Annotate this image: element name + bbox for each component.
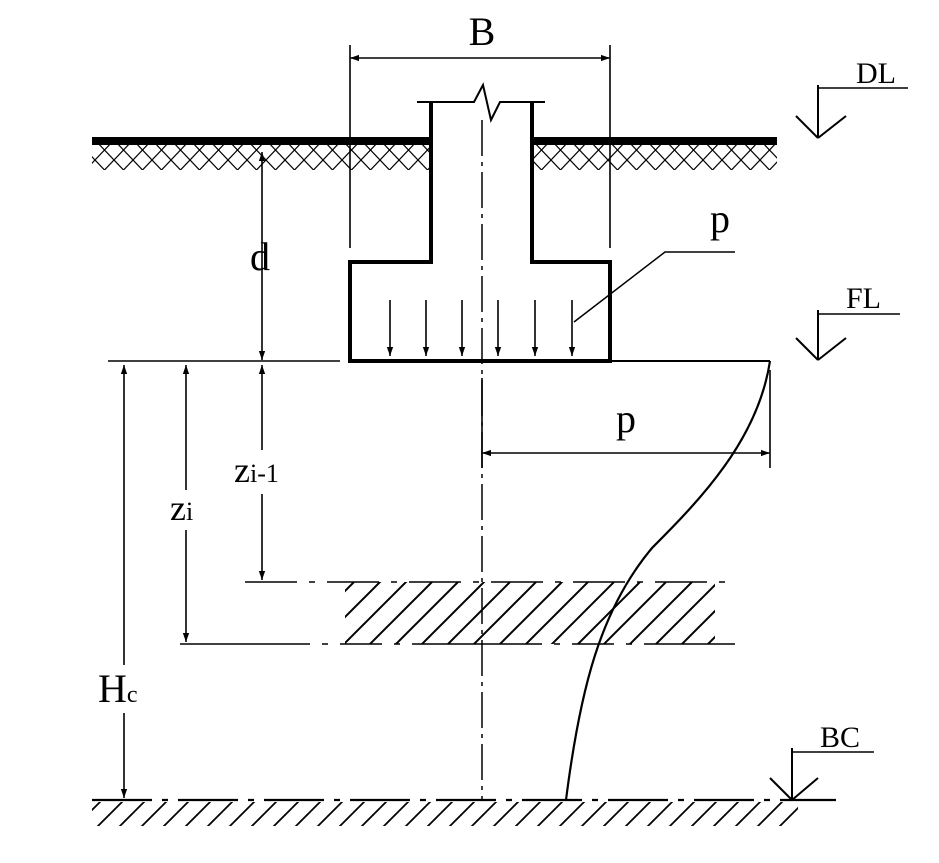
bottom-level-marker xyxy=(769,748,874,801)
ground-level-label: DL xyxy=(856,57,896,90)
stress-curve xyxy=(564,360,772,801)
pressure-label-curve: p xyxy=(616,396,636,441)
foundation-level-marker xyxy=(795,310,900,361)
bottom-level-label: BC xyxy=(820,721,860,754)
z-prev-label: zi-1 xyxy=(234,450,279,490)
hc-label: Hc xyxy=(98,666,138,711)
z-cur-label-bg xyxy=(166,490,214,530)
foundation-body xyxy=(348,102,612,363)
hc-label-bg xyxy=(96,665,154,713)
soil-layer xyxy=(180,581,735,645)
z-prev-label-bg xyxy=(228,450,296,494)
bottom-boundary xyxy=(92,798,836,826)
pressure-arrows xyxy=(386,300,576,356)
pressure-label-top: p xyxy=(710,196,730,241)
column-break-symbol xyxy=(417,82,545,123)
z-cur-label: zi xyxy=(170,488,193,528)
pressure-leader xyxy=(573,251,735,323)
depth-label: d xyxy=(250,234,270,279)
ground-surface xyxy=(92,137,777,170)
pressure-dimension xyxy=(481,370,771,468)
ground-level-marker xyxy=(795,85,908,139)
foundation-level-label: FL xyxy=(846,282,881,315)
depth-dimension xyxy=(108,152,340,362)
width-dimension xyxy=(349,45,611,248)
width-label: B xyxy=(469,9,496,54)
